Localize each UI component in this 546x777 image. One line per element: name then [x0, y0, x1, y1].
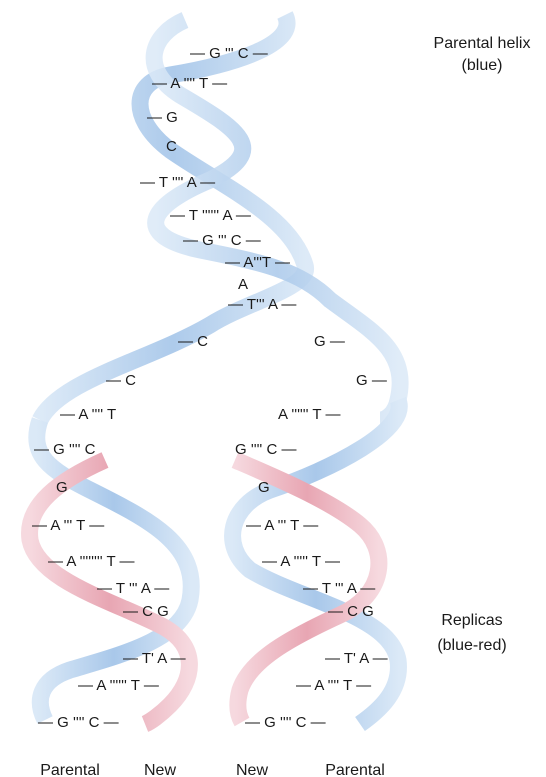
- base-pair: G: [56, 479, 68, 496]
- parental-helix: [32, 11, 409, 429]
- base-pair: G '''' C —: [235, 441, 296, 458]
- left-replica-bases: — A ''' T — — A '''''''' T — — T ''' A —…: [32, 517, 186, 731]
- base-pair: — T' A —: [325, 650, 388, 667]
- base-pair: — A ''''' T —: [262, 553, 340, 570]
- base-pair: — T''' A —: [228, 296, 296, 313]
- top-base-pairs: — G ''' C — — A '''' T — — G C — T '''' …: [140, 45, 296, 313]
- base-pair: — C: [106, 372, 136, 389]
- right-replica: [224, 396, 408, 731]
- parental-helix-sublabel: (blue): [462, 57, 503, 74]
- base-pair: — G '''' C —: [245, 714, 326, 731]
- base-pair: — A '''' T —: [152, 75, 227, 92]
- base-pair: — C G: [123, 603, 169, 620]
- right-new-strand: [229, 452, 388, 727]
- left-new-strand: [21, 452, 198, 732]
- base-pair: — T ''' A —: [303, 580, 375, 597]
- right-fork-bases: G — G — A '''''' T — G '''' C — G: [235, 333, 387, 496]
- bottom-label-parental-right: Parental: [325, 762, 385, 777]
- base-pair: — A '''''' T —: [78, 677, 159, 694]
- base-pair: G: [258, 479, 270, 496]
- bottom-label-new-left: New: [144, 762, 176, 777]
- base-pair: A '''''' T —: [278, 406, 340, 423]
- base-pair: — C: [178, 333, 208, 350]
- base-pair: — T '''''' A —: [170, 207, 251, 224]
- base-pair: — A '''''''' T —: [48, 553, 135, 570]
- parental-helix-label: Parental helix: [434, 35, 531, 52]
- base-pair: G —: [314, 333, 345, 350]
- base-pair: — A ''' T —: [246, 517, 318, 534]
- replicas-sublabel: (blue-red): [437, 637, 506, 654]
- base-pair: — G '''' C: [34, 441, 96, 458]
- base-pair: — C G: [328, 603, 374, 620]
- left-replica: [21, 417, 200, 732]
- base-pair: — A'''T —: [225, 254, 290, 271]
- base-pair: — G: [147, 109, 178, 126]
- base-pair: — T' A —: [123, 650, 186, 667]
- parental-strand-a: [32, 11, 314, 425]
- right-parental-strand: [224, 396, 408, 731]
- replicas-label: Replicas: [441, 612, 502, 629]
- left-fork-bases: — C — C — A '''' T — G '''' C G: [34, 333, 208, 496]
- base-pair: — G ''' C —: [190, 45, 268, 62]
- base-pair: C: [166, 138, 177, 155]
- base-pair: — G '''' C —: [38, 714, 119, 731]
- parental-strand-b: [145, 12, 409, 429]
- base-pair: — T '''' A —: [140, 174, 215, 191]
- base-pair: — A ''' T —: [32, 517, 104, 534]
- base-pair: G —: [356, 372, 387, 389]
- base-pair: — A '''' T —: [296, 677, 371, 694]
- base-pair: — G ''' C —: [183, 232, 261, 249]
- base-pair: — A '''' T: [60, 406, 116, 423]
- bottom-label-new-right: New: [236, 762, 268, 777]
- base-pair: A: [238, 276, 248, 293]
- right-replica-bases: — A ''' T — — A ''''' T — — T ''' A — — …: [245, 517, 388, 731]
- bottom-label-parental-left: Parental: [40, 762, 100, 777]
- base-pair: — T ''' A —: [97, 580, 169, 597]
